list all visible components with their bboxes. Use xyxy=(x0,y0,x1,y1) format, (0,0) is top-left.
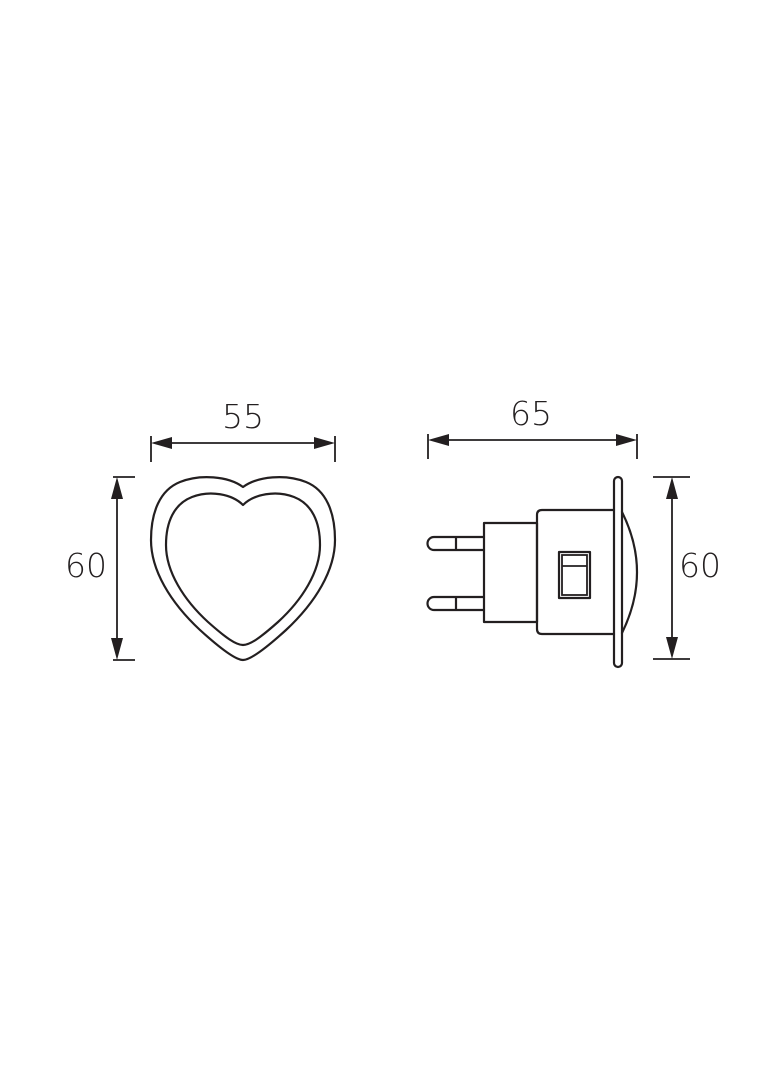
heart-outer-outline xyxy=(149,476,337,662)
side-height-label: 60 xyxy=(679,546,721,585)
switch xyxy=(557,550,592,600)
face-plate xyxy=(612,475,624,669)
front-width-label: 55 xyxy=(222,397,264,436)
main-housing xyxy=(535,508,616,636)
side-height-dimension: 60 xyxy=(653,476,721,660)
plug-pin-bottom xyxy=(426,595,486,612)
plug-pins xyxy=(426,535,486,612)
front-height-dimension: 60 xyxy=(65,476,135,661)
plug-pin-top xyxy=(426,535,486,552)
front-view: 55 60 xyxy=(65,397,337,662)
side-view: 65 60 xyxy=(426,394,721,669)
switch-inner xyxy=(561,554,588,596)
side-depth-dimension: 65 xyxy=(427,394,638,459)
lens-dome xyxy=(620,510,639,635)
side-depth-label: 65 xyxy=(510,394,552,433)
switch-frame xyxy=(557,550,592,600)
plug-base xyxy=(482,521,539,624)
front-height-label: 60 xyxy=(65,546,107,585)
front-width-dimension: 55 xyxy=(150,397,336,462)
heart-inner-outline xyxy=(164,492,322,647)
